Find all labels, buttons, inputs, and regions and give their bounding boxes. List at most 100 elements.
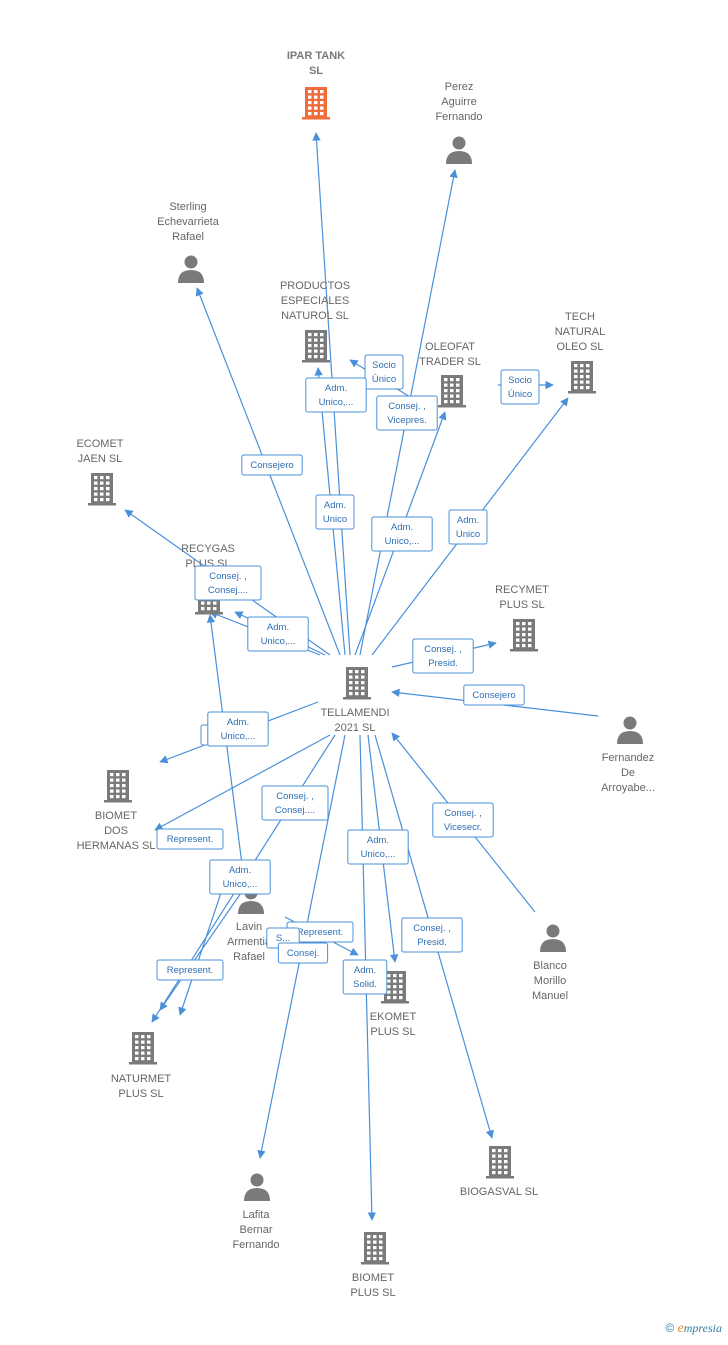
building-window xyxy=(320,333,324,337)
edge-label-text: Consej. , xyxy=(209,571,247,582)
edge-label-text: S... xyxy=(276,933,290,944)
edge-label-text: Unico,... xyxy=(221,731,256,742)
building-window xyxy=(492,1149,496,1153)
edge-label-text: Socio xyxy=(508,375,532,386)
edge-label: Consej. ,Presid. xyxy=(412,638,474,674)
building-window xyxy=(516,644,520,648)
edge-label-text: Consej.... xyxy=(208,585,248,596)
building-window xyxy=(516,633,520,637)
building-window xyxy=(207,601,211,605)
building-window xyxy=(147,1046,151,1050)
building-window xyxy=(110,784,114,788)
building-window xyxy=(522,633,526,637)
building-window xyxy=(147,1051,151,1055)
node-label: Arroyabe... xyxy=(601,782,655,794)
building-window xyxy=(373,1257,377,1261)
building-icon xyxy=(129,1032,157,1065)
building-window xyxy=(116,778,120,782)
building-window xyxy=(135,1057,139,1061)
edge-label-text: Adm. xyxy=(325,383,347,394)
building-window xyxy=(349,692,353,696)
node-fernandez[interactable]: FernandezDeArroyabe... xyxy=(601,716,655,795)
building-window xyxy=(100,476,104,480)
person-icon xyxy=(244,1173,270,1201)
edge-label-text: Solid. xyxy=(353,979,377,990)
building-window xyxy=(586,364,590,368)
building-window xyxy=(387,979,391,983)
person-body xyxy=(238,901,264,914)
node-label: Fernando xyxy=(435,111,482,123)
edge-label-text: Unico xyxy=(456,529,480,540)
edge-label: Consej. ,Consej.... xyxy=(261,785,329,821)
edge-label: Adm.Unico,... xyxy=(207,711,269,747)
building-window xyxy=(122,778,126,782)
building-icon xyxy=(568,361,596,394)
edge-label-text: Consej. , xyxy=(424,644,462,655)
building-window xyxy=(444,378,448,382)
building-window xyxy=(361,692,365,696)
node-biogasval[interactable]: BIOGASVAL SL xyxy=(460,1146,538,1198)
edge-label-box xyxy=(305,377,367,413)
building-window xyxy=(106,498,110,502)
person-icon xyxy=(446,136,472,164)
building-window xyxy=(580,369,584,373)
person-body xyxy=(178,270,204,283)
building-window xyxy=(387,974,391,978)
building-window xyxy=(574,386,578,390)
node-label: Lavin xyxy=(236,921,262,933)
person-head xyxy=(452,136,466,150)
building-icon xyxy=(302,87,330,120)
building-window xyxy=(450,378,454,382)
building-window xyxy=(498,1160,502,1164)
node-label: Rafael xyxy=(233,951,265,963)
building-window xyxy=(522,644,526,648)
building-window xyxy=(320,349,324,353)
building-window xyxy=(361,670,365,674)
person-body xyxy=(540,939,566,952)
edge-label-text: Consej. , xyxy=(388,401,426,412)
edge-label-box xyxy=(156,959,224,981)
edge-label-box xyxy=(448,509,488,545)
building-base xyxy=(343,697,371,700)
building-window xyxy=(314,355,318,359)
building-window xyxy=(110,795,114,799)
building-window xyxy=(314,349,318,353)
building-window xyxy=(504,1160,508,1164)
building-window xyxy=(141,1046,145,1050)
edge-label-box xyxy=(347,829,409,865)
building-window xyxy=(393,985,397,989)
node-label: OLEOFAT xyxy=(425,341,475,353)
building-window xyxy=(492,1171,496,1175)
person-body xyxy=(446,151,472,164)
building-window xyxy=(355,686,359,690)
building-base xyxy=(486,1176,514,1179)
building-window xyxy=(373,1240,377,1244)
person-head xyxy=(546,924,560,938)
building-window xyxy=(379,1246,383,1250)
building-window xyxy=(504,1165,508,1169)
copyright-symbol: © xyxy=(665,1321,675,1335)
building-window xyxy=(516,638,520,642)
edge-label-box xyxy=(247,616,309,652)
node-label: EKOMET xyxy=(370,1011,417,1023)
edge-label-text: Consejero xyxy=(250,460,293,471)
building-window xyxy=(308,95,312,99)
building-window xyxy=(308,106,312,110)
